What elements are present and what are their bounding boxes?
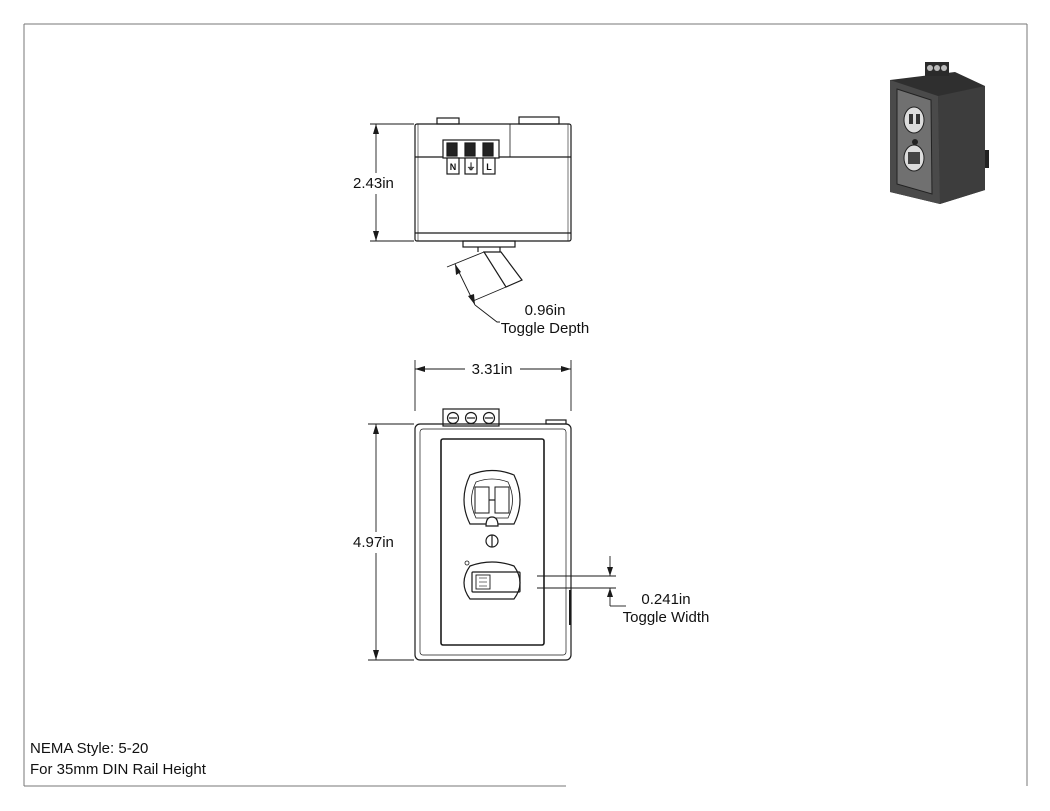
sheet-border [23, 23, 1028, 787]
note-din-rail: For 35mm DIN Rail Height [30, 761, 206, 778]
toggle-width-value: 0.241in [641, 591, 691, 608]
dim-toggle-width [537, 556, 626, 607]
note-nema-style: NEMA Style: 5-20 [30, 740, 149, 757]
terminal-ground: ⏚ [466, 162, 475, 172]
toggle-depth-label: Toggle Depth [500, 320, 590, 337]
dim-top-height [370, 123, 414, 242]
isometric-view [890, 62, 989, 204]
dim-front-width [414, 360, 572, 411]
terminal-labels: N ⏚ L [450, 162, 493, 172]
top-height-label: 2.43in [353, 175, 394, 192]
front-view [414, 408, 572, 661]
toggle-depth-value: 0.96in [524, 302, 566, 319]
front-width-label: 3.31in [471, 361, 513, 378]
dim-toggle-depth [446, 251, 507, 323]
terminal-n: N [450, 162, 457, 172]
dim-front-height [368, 423, 414, 661]
front-height-label: 4.97in [353, 534, 394, 551]
top-view [414, 116, 572, 288]
toggle-width-label: Toggle Width [622, 609, 710, 626]
terminal-l: L [486, 162, 492, 172]
